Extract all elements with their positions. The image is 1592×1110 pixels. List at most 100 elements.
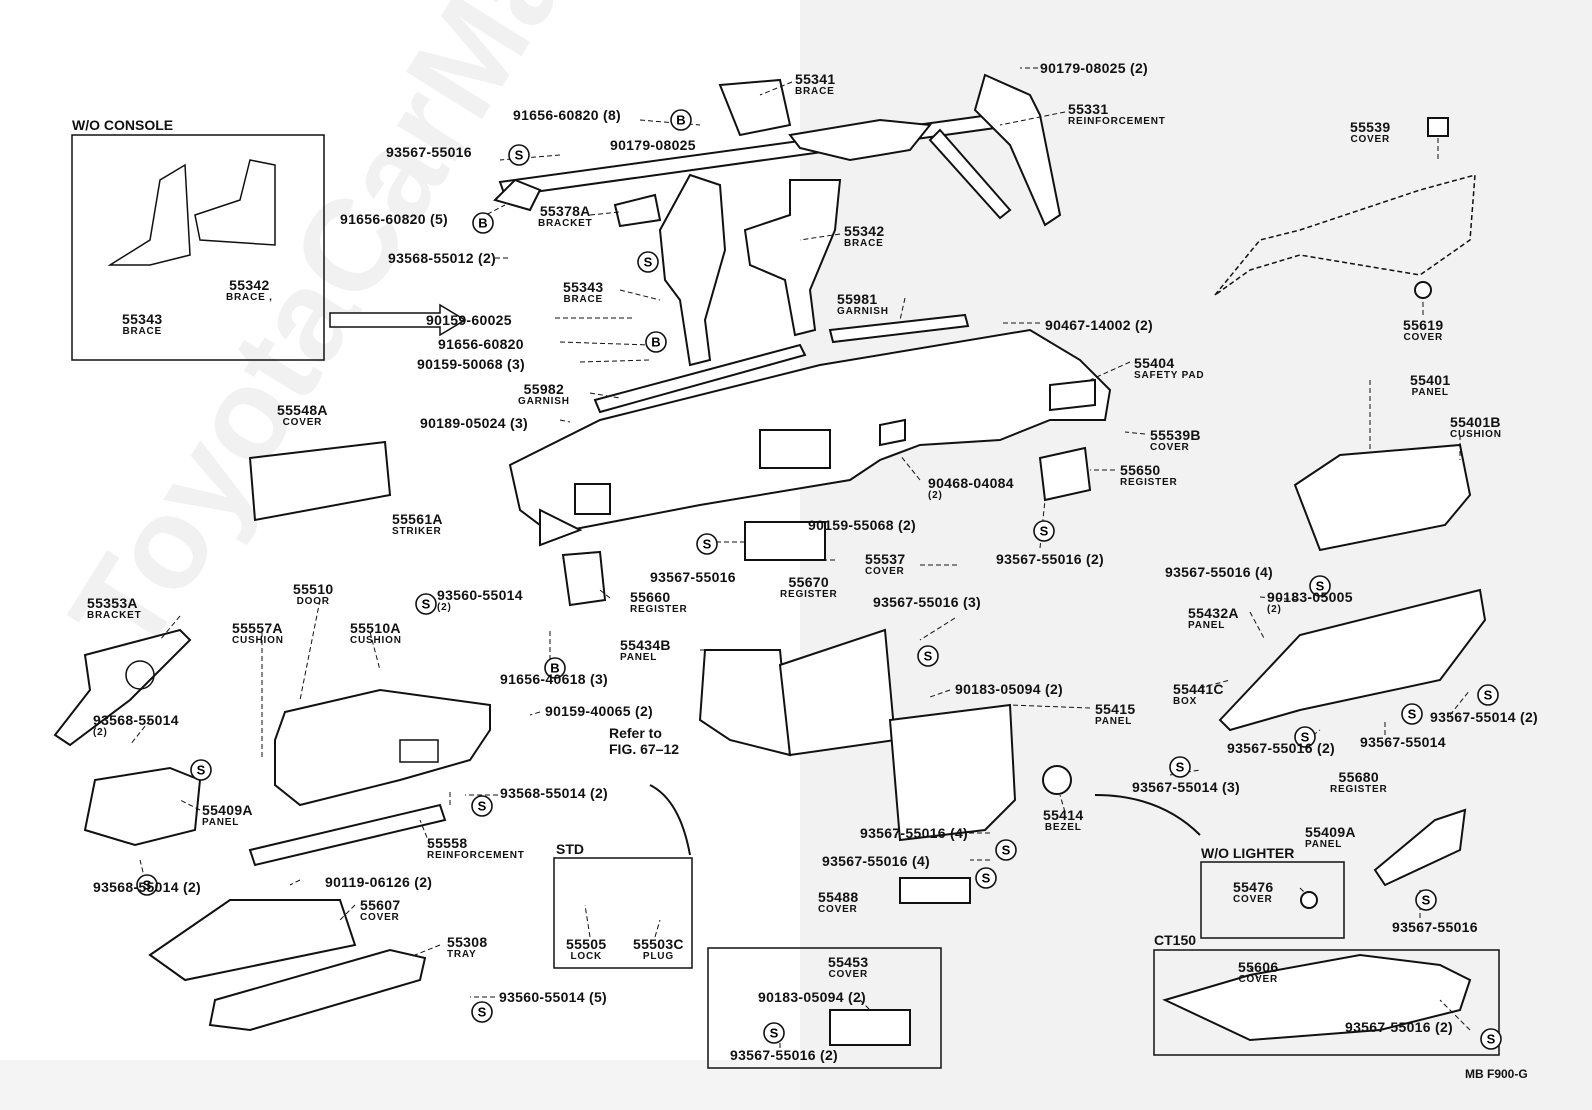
svg-text:S: S [1422, 893, 1431, 908]
cover-55476 [1300, 891, 1318, 909]
part-name: COVER [1150, 442, 1190, 453]
part-number: 90159-40065 (2) [545, 703, 654, 719]
bracket-55353a [53, 628, 192, 747]
bezel-55414 [1042, 765, 1072, 795]
label-93567-55016-2a: 93567-55016 (2) [996, 552, 1104, 566]
part-number: 55558 [427, 835, 468, 851]
part-number: 93567-55016 (4) [1165, 564, 1274, 580]
std-box [553, 857, 693, 969]
cover-55548a [248, 440, 392, 522]
svg-text:B: B [651, 335, 660, 350]
leader-line [1169, 769, 1201, 776]
tray-55308 [208, 948, 427, 1032]
part-name: REGISTER [780, 589, 838, 600]
label-93567-55016-4b: 93567-55016 (4) [860, 826, 968, 840]
label-93567-55016-top: 93567-55016 [386, 145, 472, 159]
label-90159-55068: 90159-55068 (2) [808, 518, 916, 532]
safety-pad [508, 328, 1112, 547]
std-arrow [649, 784, 691, 856]
part-number: 93560-55014 [437, 587, 523, 603]
part-number: 55409A [1305, 824, 1356, 840]
cover-55488 [899, 877, 971, 904]
svg-text:S: S [143, 878, 152, 893]
part-number: 55619 [1403, 317, 1444, 333]
part-name: REGISTER [630, 604, 688, 615]
label-90159-50068: 90159-50068 (3) [417, 357, 525, 371]
label-90179-08025: 90179-08025 [610, 138, 696, 152]
leader-line [899, 297, 906, 321]
part-number: 91656-40618 (3) [500, 671, 609, 687]
part-number: 93567-55014 (3) [1132, 779, 1241, 795]
part-number: 90183-05094 (2) [955, 681, 1064, 697]
leader-line [1124, 431, 1146, 435]
label-90179-08025-2: 90179-08025 (2) [1040, 61, 1148, 75]
part-number: 55401B [1450, 414, 1501, 430]
label-93567-55014-3: 93567-55014 (3) [1132, 780, 1240, 794]
part-name: DOOR [296, 596, 330, 607]
glove-door [274, 688, 491, 807]
part-number: 90119-06126 (2) [325, 874, 433, 890]
part-name: REINFORCEMENT [1068, 116, 1166, 127]
leader-line [369, 631, 381, 671]
part-name: PANEL [1305, 839, 1343, 850]
part-number: 93567-55016 (2) [1227, 740, 1336, 756]
part-name: COVER [1350, 134, 1390, 145]
label-93560-55014-2: 93560-55014(2) [437, 588, 523, 613]
part-name: PANEL [1095, 716, 1133, 727]
lighter-box [707, 947, 942, 1069]
part-name: BRACKET [538, 218, 593, 229]
screw-symbol-icon: S [637, 251, 659, 273]
part-name: CUSHION [1450, 429, 1502, 440]
part-number: 90183-05005 [1267, 589, 1353, 605]
part-number: 55539 [1350, 119, 1391, 135]
screw-symbol-icon: S [1415, 889, 1437, 911]
part-name: (2) [93, 727, 108, 738]
part-name: GARNISH [837, 306, 889, 317]
wo-console-arrow [329, 303, 467, 337]
leader-line [619, 289, 661, 301]
reinforcement-bar [493, 73, 1062, 228]
label-90119-06126: 90119-06126 (2) [325, 875, 432, 889]
garnish-55981 [828, 313, 970, 344]
leader-line [559, 419, 571, 423]
screw-symbol-icon: S [995, 839, 1017, 861]
part-number: 55660 [630, 589, 671, 605]
leader-line [1249, 967, 1261, 981]
leader-line [759, 81, 793, 96]
part-number: 55537 [865, 551, 906, 567]
part-name: (2) [928, 490, 943, 501]
label-93560-55014-5: 93560-55014 (5) [499, 990, 607, 1004]
console-frame [778, 628, 897, 757]
wo-console-box [71, 134, 325, 361]
part-number: 55539B [1150, 427, 1201, 443]
part-number: 93567-55016 [650, 569, 736, 585]
label-90468-04084: 90468-04084(2) [928, 476, 1014, 501]
part-number: 93568-55014 (2) [93, 879, 202, 895]
label-93567-55016-2b: 93567-55016 (2) [1227, 741, 1335, 755]
panel-55415 [888, 703, 1017, 842]
part-name: BOX [1173, 696, 1198, 707]
leader-line [339, 904, 356, 921]
part-name: COVER [818, 904, 858, 915]
svg-text:S: S [644, 255, 653, 270]
label-93567-55016-mid: 93567-55016 [650, 570, 736, 584]
part-number: 55606 [1238, 959, 1279, 975]
label-93568-55012: 93568-55012 (2) [388, 251, 496, 265]
